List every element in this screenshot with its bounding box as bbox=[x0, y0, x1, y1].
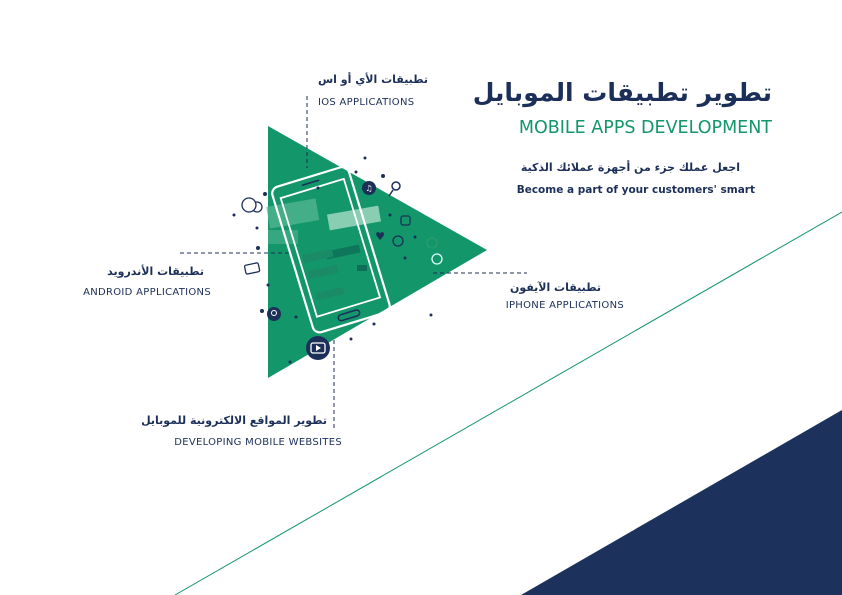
svg-text:♫: ♫ bbox=[365, 184, 372, 193]
websites-label-arabic: تطوير المواقع الالكترونية للموبايل bbox=[141, 414, 327, 427]
heart-icon: ♥ bbox=[375, 230, 385, 243]
screen-blocks bbox=[266, 198, 381, 300]
iphone-label-english: IPHONE APPLICATIONS bbox=[505, 300, 624, 311]
briefcase-icon bbox=[243, 262, 261, 275]
dribbble-icon bbox=[431, 253, 443, 265]
globe-icon bbox=[426, 237, 438, 249]
music-icon bbox=[362, 181, 376, 195]
subtitle-english: Become a part of your customers' smart bbox=[516, 184, 755, 196]
diagonal-green-line bbox=[174, 211, 842, 595]
location-icon bbox=[267, 307, 281, 321]
iphone-label-arabic: تطبيقات الآيفون bbox=[509, 281, 601, 294]
subtitle-arabic: اجعل عملك جزء من أجهزة عملائك الذكية bbox=[520, 161, 740, 174]
instagram-icon bbox=[400, 215, 411, 226]
search-icon bbox=[388, 181, 401, 197]
websites-label-english: DEVELOPING MOBILE WEBSITES bbox=[174, 437, 342, 448]
speech-bubbles-icon bbox=[241, 197, 263, 213]
android-label-english: ANDROID APPLICATIONS bbox=[83, 287, 211, 298]
page-title-arabic: تطوير تطبيقات الموبايل bbox=[472, 78, 772, 107]
ios-label-english: IOS APPLICATIONS bbox=[318, 97, 415, 108]
page-title-english: MOBILE APPS DEVELOPMENT bbox=[518, 118, 772, 138]
chat-icon bbox=[392, 235, 404, 247]
smartphone-outline bbox=[271, 165, 391, 334]
green-play-triangle bbox=[268, 126, 487, 378]
decorative-dots bbox=[232, 156, 433, 364]
navy-corner-shape bbox=[521, 410, 842, 595]
ios-label-arabic: تطبيقات الأي أو اس bbox=[318, 73, 429, 86]
android-label-arabic: تطبيقات الأندرويد bbox=[107, 265, 204, 278]
